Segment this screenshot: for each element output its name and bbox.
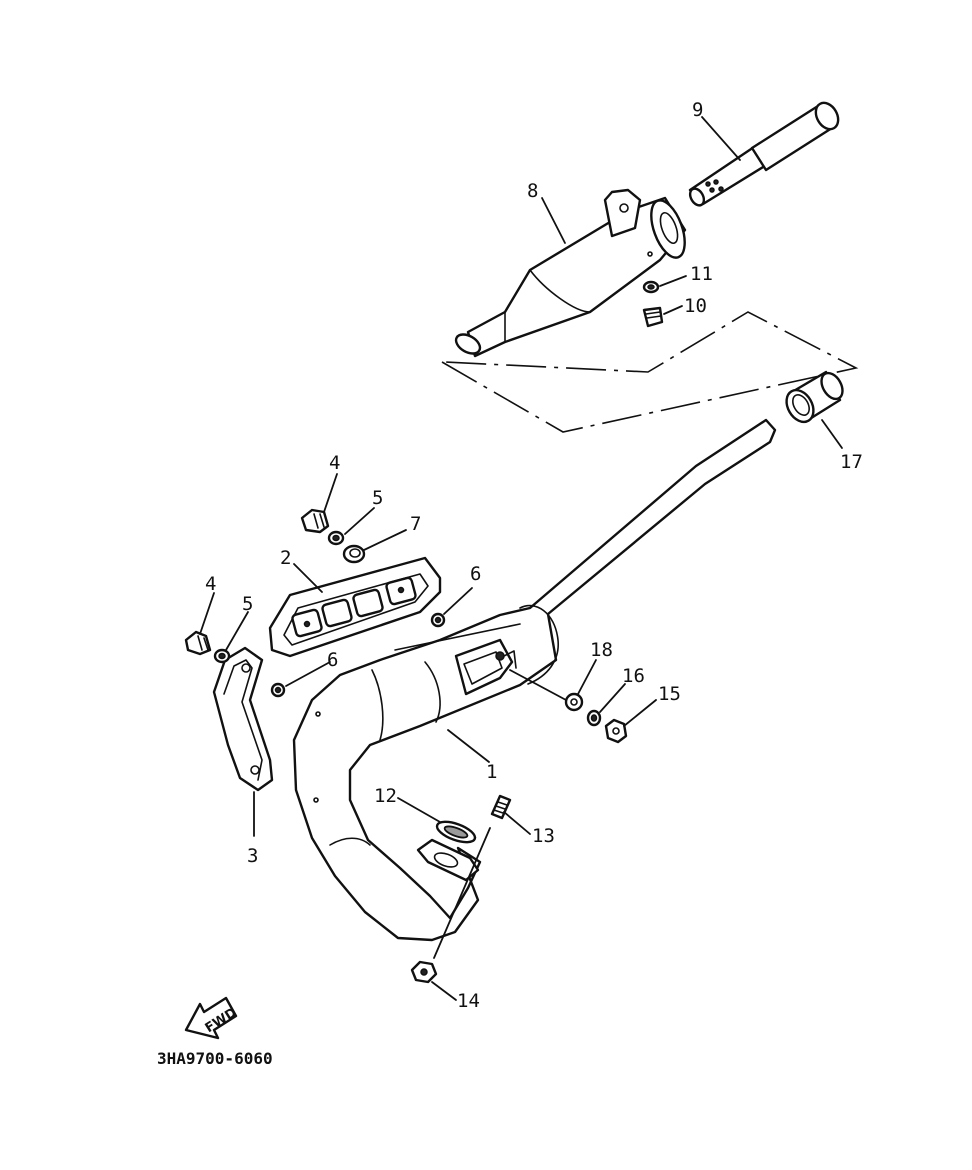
part-16-washer bbox=[586, 709, 602, 727]
part-4-bolt-lower bbox=[184, 630, 212, 656]
callout-10: 10 bbox=[684, 295, 707, 317]
callout-6-upper: 6 bbox=[470, 563, 481, 585]
callout-13: 13 bbox=[532, 825, 555, 847]
part-10-bolt bbox=[642, 306, 664, 328]
part-15-nut bbox=[604, 718, 628, 744]
part-13-stud-bolt bbox=[490, 794, 512, 820]
part-6-washer-lower bbox=[270, 682, 286, 698]
callout-3: 3 bbox=[247, 845, 258, 867]
part-4-bolt-upper bbox=[300, 508, 330, 534]
callout-18: 18 bbox=[590, 639, 613, 661]
leader-lines bbox=[199, 116, 843, 1001]
callout-12: 12 bbox=[374, 785, 397, 807]
callout-17: 17 bbox=[840, 451, 863, 473]
callout-9: 9 bbox=[692, 99, 703, 121]
part-11-washer bbox=[642, 280, 660, 294]
callout-labels: 1 2 3 4 4 5 5 6 6 7 8 9 10 11 12 13 14 1… bbox=[205, 99, 863, 1012]
callout-16: 16 bbox=[622, 665, 645, 687]
callout-1: 1 bbox=[486, 761, 497, 783]
callout-5-lower: 5 bbox=[242, 593, 253, 615]
part-8-silencer bbox=[454, 188, 687, 358]
callout-7: 7 bbox=[410, 513, 421, 535]
part-7-grommet bbox=[342, 544, 366, 564]
callout-4-lower: 4 bbox=[205, 573, 216, 595]
callout-11: 11 bbox=[690, 263, 713, 285]
part-12-gasket bbox=[435, 820, 477, 844]
callout-8: 8 bbox=[527, 180, 538, 202]
part-3-bracket bbox=[212, 646, 274, 792]
part-5-washer-upper bbox=[327, 530, 345, 546]
assembly-dashed-outline bbox=[441, 311, 859, 433]
part-9-tail-pipe bbox=[688, 101, 840, 207]
part-18-washer bbox=[564, 692, 584, 712]
fwd-arrow-icon: FWD bbox=[184, 996, 240, 1040]
part-17-joint bbox=[785, 370, 844, 424]
callout-6-lower: 6 bbox=[327, 649, 338, 671]
part-1-exhaust-pipe bbox=[292, 418, 777, 942]
part-2-heat-protector bbox=[268, 556, 442, 658]
callout-15: 15 bbox=[658, 683, 681, 705]
callout-14: 14 bbox=[457, 990, 480, 1012]
callout-5-upper: 5 bbox=[372, 487, 383, 509]
callout-2: 2 bbox=[280, 547, 291, 569]
part-5-washer-lower bbox=[213, 648, 231, 664]
part-6-washer-upper bbox=[430, 612, 446, 628]
diagram-code: 3HA9700-6060 bbox=[157, 1049, 273, 1068]
part-14-nut bbox=[410, 960, 438, 984]
callout-4-upper: 4 bbox=[329, 452, 340, 474]
